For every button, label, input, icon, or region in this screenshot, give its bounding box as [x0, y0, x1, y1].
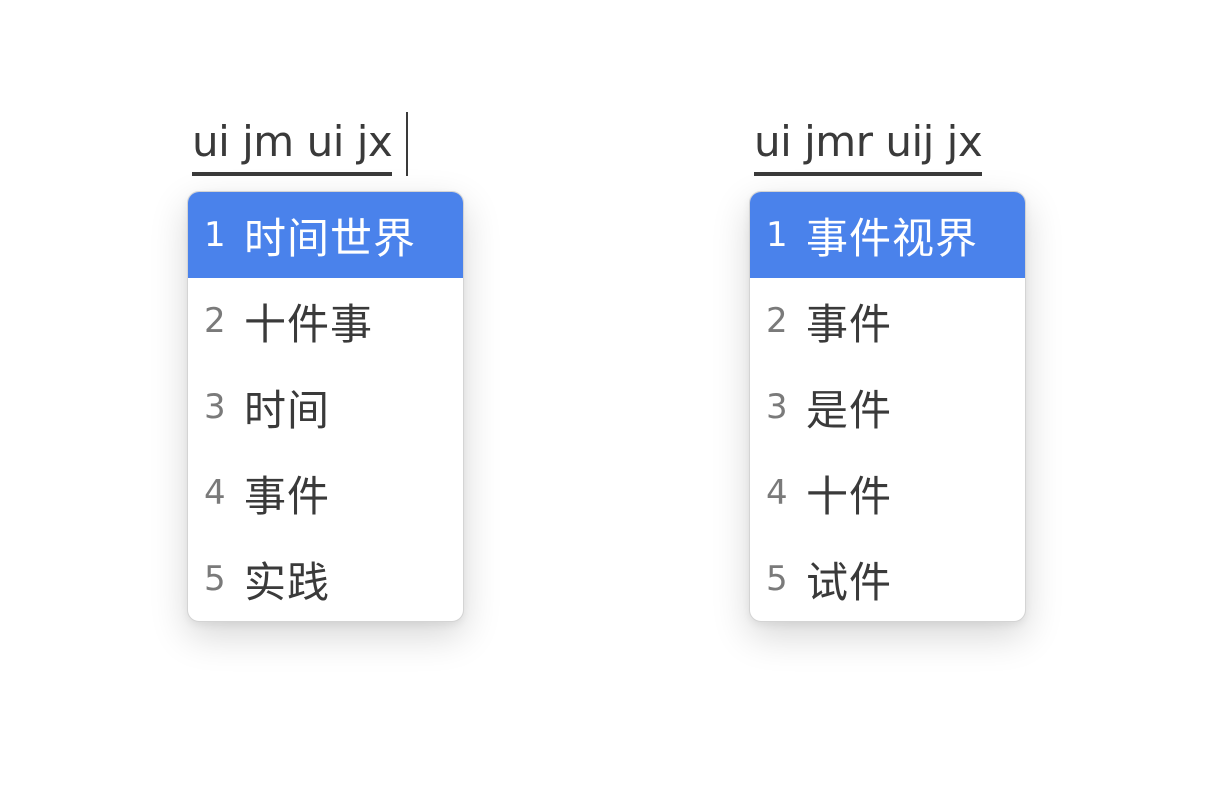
- candidate-item[interactable]: 3 时间: [188, 364, 463, 450]
- candidate-item[interactable]: 1 时间世界: [188, 192, 463, 278]
- candidate-text: 十件事: [244, 299, 374, 349]
- composition-input[interactable]: ui jmr uij jx: [754, 112, 983, 178]
- candidate-text: 实践: [244, 557, 331, 607]
- candidate-index: 5: [766, 559, 788, 599]
- candidate-index: 4: [204, 473, 226, 513]
- candidate-index: 4: [766, 473, 788, 513]
- candidate-text: 时间: [244, 385, 331, 435]
- candidate-index: 3: [204, 387, 226, 427]
- candidate-item[interactable]: 5 试件: [750, 536, 1025, 621]
- candidate-text: 十件: [806, 471, 893, 521]
- candidate-index: 2: [204, 301, 226, 341]
- candidate-text: 是件: [806, 385, 893, 435]
- composition-text: ui jm ui jx: [192, 112, 393, 176]
- composition-text: ui jmr uij jx: [754, 112, 983, 176]
- candidate-index: 1: [204, 215, 226, 255]
- candidate-item[interactable]: 2 十件事: [188, 278, 463, 364]
- candidate-index: 2: [766, 301, 788, 341]
- candidate-item[interactable]: 2 事件: [750, 278, 1025, 364]
- candidate-text: 事件视界: [806, 213, 979, 263]
- candidate-item[interactable]: 5 实践: [188, 536, 463, 621]
- candidate-index: 3: [766, 387, 788, 427]
- text-caret: [406, 112, 408, 176]
- candidate-window: 1 时间世界 2 十件事 3 时间 4 事件 5 实践: [187, 191, 464, 622]
- composition-input[interactable]: ui jm ui jx: [192, 112, 408, 178]
- candidate-item[interactable]: 4 十件: [750, 450, 1025, 536]
- candidate-window: 1 事件视界 2 事件 3 是件 4 十件 5 试件: [749, 191, 1026, 622]
- candidate-item[interactable]: 3 是件: [750, 364, 1025, 450]
- candidate-text: 试件: [806, 557, 893, 607]
- candidate-item[interactable]: 4 事件: [188, 450, 463, 536]
- candidate-index: 5: [204, 559, 226, 599]
- candidate-text: 事件: [806, 299, 893, 349]
- candidate-index: 1: [766, 215, 788, 255]
- candidate-text: 时间世界: [244, 213, 417, 263]
- candidate-item[interactable]: 1 事件视界: [750, 192, 1025, 278]
- candidate-text: 事件: [244, 471, 331, 521]
